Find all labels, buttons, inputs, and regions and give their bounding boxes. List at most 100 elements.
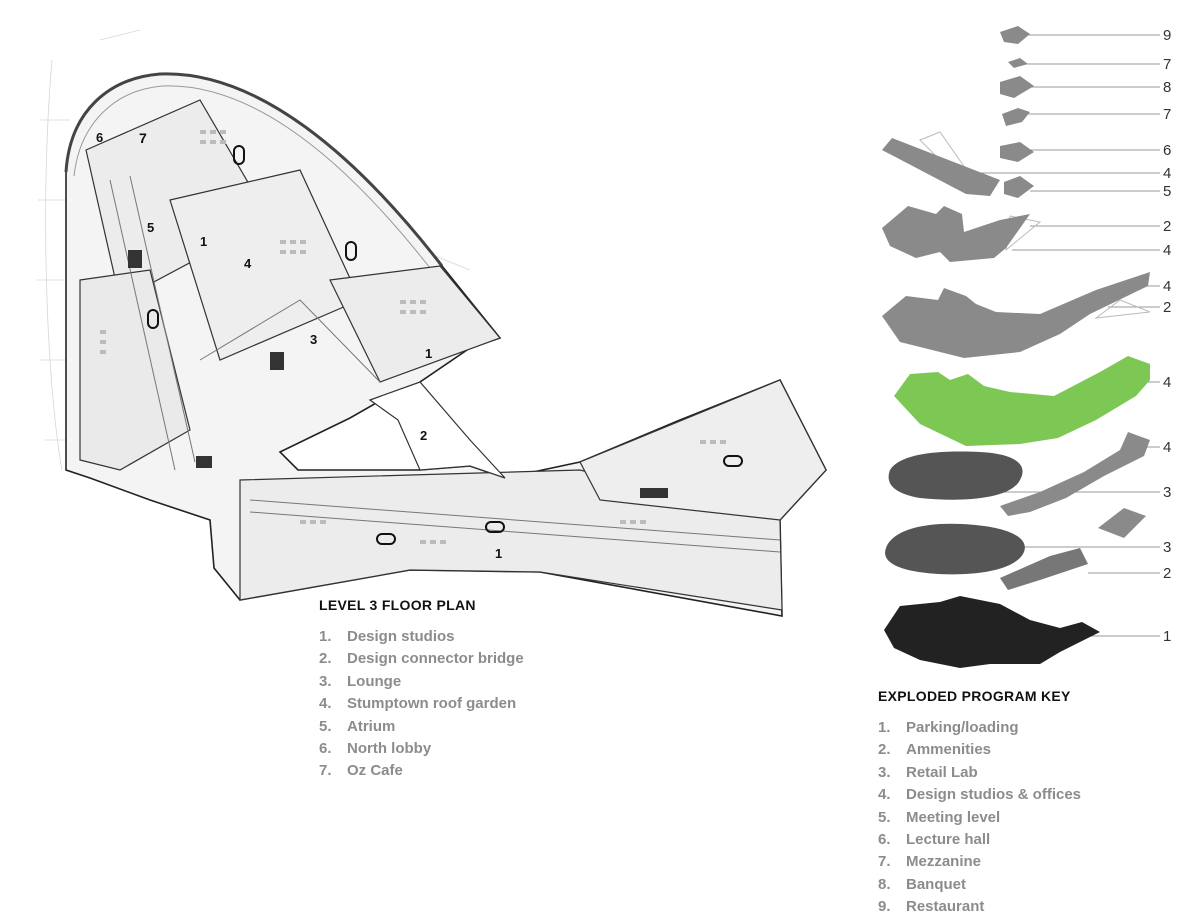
floor-plan: 1 1 1 2 3 4 5 6 7	[36, 29, 827, 617]
legend-item: 4.Stumptown roof garden	[319, 693, 524, 715]
legend-item-label: Mezzanine	[906, 853, 982, 871]
legend-item: 2. Ammenities	[878, 739, 1081, 761]
exploded-program-diagram: 9 7 8 7 6 4 5 2 4 4 2 4 4 3 3 2 1	[882, 26, 1171, 668]
legend-item-label: Retail Lab	[906, 763, 978, 781]
level-restaurant	[1000, 26, 1030, 44]
legend-item-label: Lecture hall	[906, 830, 991, 848]
callout-6: 6	[1163, 142, 1171, 159]
legend-item-number: 5.	[319, 717, 332, 735]
level-studios-b	[882, 272, 1150, 358]
legend-item-label: Stumptown roof garden	[347, 695, 517, 713]
level-banquet	[1000, 76, 1034, 98]
legend-item-number: 9.	[878, 898, 891, 916]
level-lecture-hall	[1000, 142, 1034, 162]
legend-item-number: 4.	[878, 786, 891, 804]
callout-2c: 2	[1163, 565, 1171, 582]
callout-4d: 4	[1163, 374, 1171, 391]
callout-3b: 3	[1163, 539, 1171, 556]
level-mezzanine-upper	[1008, 58, 1028, 68]
callout-8: 8	[1163, 79, 1171, 96]
legend-item-label: Parking/loading	[906, 719, 1019, 736]
legend-item-label: Banquet	[906, 875, 966, 893]
callout-5: 5	[1163, 183, 1171, 200]
legend-item-number: 8.	[878, 875, 891, 893]
level-3-highlighted	[894, 356, 1150, 446]
legend-item-number: 7.	[878, 853, 891, 871]
program-key-legend: EXPLODED PROGRAM KEY 1. Parking/loading 2…	[878, 688, 1081, 919]
callout-1: 1	[1163, 628, 1171, 645]
program-key-list: 1. Parking/loading 2. Ammenities 3. Retail …	[878, 717, 1081, 919]
level-studios-a	[882, 206, 1030, 262]
plan-label-lounge: 3	[310, 332, 317, 347]
floor-plan-legend: LEVEL 3 FLOOR PLAN 1. Design studios 2. De…	[319, 597, 524, 783]
legend-item: 4. Design studios & offices	[878, 784, 1081, 806]
legend-item: 1. Design studios	[319, 626, 524, 648]
legend-item: 7. Mezzanine	[878, 851, 1081, 873]
legend-item-number: 5.	[878, 808, 891, 826]
legend-item-number: 7.	[319, 762, 332, 780]
plan-label-atrium: 5	[147, 220, 154, 235]
legend-item: 7. Oz Cafe	[319, 760, 524, 782]
level-amenities	[1000, 548, 1088, 590]
legend-item-number: 2.	[878, 741, 891, 759]
stairs	[128, 250, 668, 498]
southeast-wing	[579, 379, 827, 521]
level-studios-upper	[882, 138, 1000, 196]
legend-item: 6. Lecture hall	[878, 829, 1081, 851]
plan-label-design-studios-a: 1	[200, 234, 207, 249]
legend-item: 9. Restaurant	[878, 896, 1081, 918]
callout-9: 9	[1163, 27, 1171, 44]
workstations	[100, 130, 726, 544]
legend-item: 6. North lobby	[319, 738, 524, 760]
legend-item-number: 2.	[319, 650, 332, 668]
legend-item-label: Lounge	[347, 672, 402, 690]
legend-item: 5. Atrium	[319, 716, 524, 738]
plan-label-north-lobby: 6	[96, 130, 103, 145]
legend-item-number: 3.	[878, 763, 891, 781]
level-retail-lower	[885, 523, 1025, 575]
level-meeting	[1004, 176, 1034, 198]
level-studios-c	[1000, 432, 1150, 516]
plan-label-roof-garden: 4	[244, 256, 252, 271]
floor-plan-title: LEVEL 3 FLOOR PLAN	[319, 597, 476, 613]
legend-item-number: 1.	[878, 719, 891, 736]
callout-4b: 4	[1163, 242, 1171, 259]
callout-4c: 4	[1163, 278, 1171, 295]
legend-item-label: Ammenities	[906, 741, 992, 759]
callout-4e: 4	[1163, 439, 1171, 456]
program-key-title: EXPLODED PROGRAM KEY	[878, 688, 1071, 704]
callout-2a: 2	[1163, 218, 1171, 235]
connector-bridge	[368, 381, 506, 479]
legend-item: 8. Banquet	[878, 874, 1081, 896]
callout-7a: 7	[1163, 56, 1171, 73]
legend-item-label: Restaurant	[906, 898, 985, 916]
legend-item: 1. Parking/loading	[878, 717, 1081, 739]
legend-item: 3.Lounge	[319, 671, 524, 693]
floor-plan-list: 1. Design studios 2. Design connector brid…	[319, 626, 524, 783]
legend-item-label: Design studios & offices	[906, 786, 1082, 804]
legend-item-label: Atrium	[347, 717, 396, 735]
level-parking	[884, 596, 1100, 668]
legend-item: 2. Design connector bridge	[319, 648, 524, 670]
plan-label-oz-cafe: 7	[139, 130, 147, 146]
meeting-tables	[147, 145, 743, 545]
legend-item: 3. Retail Lab	[878, 762, 1081, 784]
level-amenities-block	[1098, 508, 1146, 538]
plan-label-connector-bridge: 2	[420, 428, 427, 443]
legend-item-number: 6.	[878, 830, 891, 848]
callout-4a: 4	[1163, 165, 1171, 182]
legend-item-label: Design connector bridge	[347, 650, 524, 668]
east-studio-wing	[329, 265, 502, 383]
legend-item-label: Design studios	[347, 628, 455, 645]
callout-7b: 7	[1163, 106, 1171, 123]
legend-item-label: Oz Cafe	[347, 762, 403, 780]
callout-2b: 2	[1163, 299, 1171, 316]
legend-item-number: 1.	[319, 628, 332, 645]
legend-item-number: 6.	[319, 739, 332, 757]
plan-label-design-studios-c: 1	[495, 546, 502, 561]
legend-item-label: North lobby	[347, 739, 432, 757]
legend-item-label: Meeting level	[906, 808, 1001, 826]
plan-room-labels: 1 1 1 2 3 4 5 6 7	[96, 130, 502, 561]
curved-glass-wall	[64, 72, 444, 267]
